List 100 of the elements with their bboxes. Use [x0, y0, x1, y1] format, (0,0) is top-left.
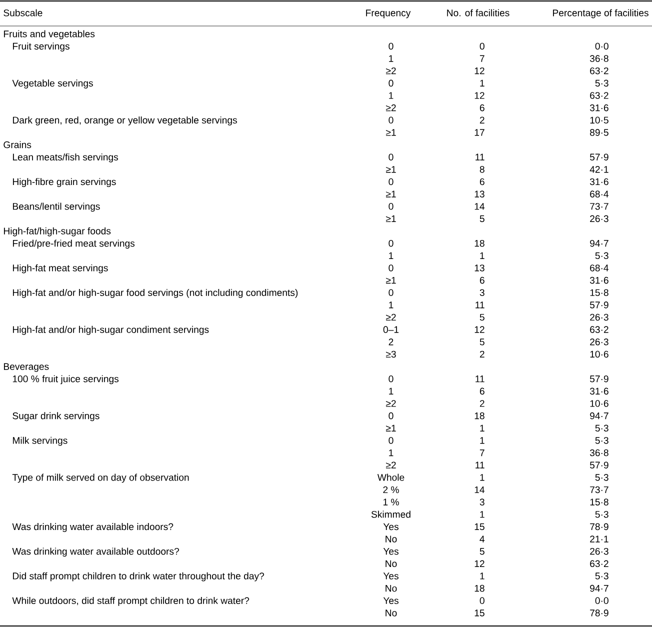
row-label: Sugar drink servings: [12, 412, 100, 422]
table-cell: 0: [388, 116, 394, 124]
row-label: Was drinking water available outdoors?: [12, 548, 180, 557]
table-cell: 12: [474, 92, 484, 99]
table-cell: 13: [474, 264, 484, 272]
table-cell: 0·0: [595, 597, 608, 604]
table-cell: 68·4: [590, 264, 609, 272]
table-cell: 0: [388, 240, 394, 247]
column-header: No. of facilities: [447, 9, 510, 16]
table-cell: 68·4: [590, 190, 609, 198]
table-cell: 57·9: [590, 462, 608, 468]
table-cell: 5·3: [595, 511, 608, 518]
table-cell: 6: [480, 104, 484, 112]
table-cell: 26·3: [590, 215, 608, 222]
table-cell: ≥3: [386, 350, 396, 358]
table-cell: ≥1: [386, 129, 396, 136]
table-cell: 36·8: [590, 55, 608, 62]
table-cell: 42·1: [590, 166, 608, 173]
table-cell: 7: [480, 55, 484, 62]
table-cell: 78·9: [590, 523, 608, 530]
table-cell: 5·3: [595, 437, 608, 444]
table-cell: ≥1: [386, 215, 396, 222]
table-cell: 5: [480, 215, 484, 222]
table-cell: 5: [480, 338, 484, 346]
table-cell: Yes: [383, 548, 398, 555]
table-cell: 12: [474, 560, 484, 567]
table-cell: 15·8: [590, 289, 608, 296]
table-cell: 78·9: [590, 610, 608, 616]
table-cell: 0·0: [595, 42, 608, 50]
table-cell: 1: [480, 511, 484, 518]
table-cell: ≥1: [386, 424, 396, 432]
table-cell: 94·7: [590, 412, 608, 420]
table-cell: 3: [480, 498, 484, 506]
table-cell: 1: [389, 302, 394, 308]
table-cell: 0–1: [383, 326, 399, 333]
column-header: Frequency: [366, 10, 411, 18]
table-cell: 63·2: [590, 92, 608, 99]
table-cell: 1: [480, 572, 484, 580]
table-cell: No: [386, 585, 397, 592]
table-cell: 1: [389, 252, 394, 259]
table-cell: 14: [474, 486, 485, 494]
table-cell: 6: [480, 178, 484, 186]
table-cell: 5·3: [595, 424, 608, 432]
table-cell: 8: [480, 166, 484, 173]
table-cell: 57·9: [590, 375, 608, 382]
table-cell: 63·2: [590, 560, 608, 568]
table-cell: No: [386, 560, 397, 568]
row-label: Milk servings: [12, 436, 68, 446]
table-cell: 6: [480, 388, 484, 395]
table-cell: No: [386, 536, 397, 542]
table-cell: 10·6: [590, 350, 608, 358]
table-cell: ≥2: [386, 67, 396, 74]
section-heading: Fruits and vegetables: [4, 30, 95, 40]
table-cell: 0: [388, 178, 394, 186]
table-cell: 57·9: [590, 302, 608, 308]
table-cell: Skimmed: [371, 510, 410, 518]
table-cell: 18: [474, 584, 484, 592]
row-label: Lean meats/fish servings: [12, 153, 118, 162]
table-cell: No: [386, 610, 397, 616]
table-cell: 15: [474, 523, 484, 530]
table-cell: 1: [389, 449, 394, 456]
row-label: High-fat and/or high-sugar food servings (not including condiments): [12, 288, 298, 298]
table-cell: 94·7: [590, 584, 608, 592]
row-label: Fruit servings: [12, 42, 70, 52]
table-cell: 5: [480, 314, 484, 321]
table-cell: Yes: [383, 523, 398, 530]
table-cell: 94·7: [590, 240, 608, 247]
table-cell: 73·7: [590, 486, 608, 494]
table-cell: 5: [480, 548, 484, 555]
table-cell: 6: [480, 276, 484, 284]
table-cell: 31·6: [590, 104, 608, 112]
table-cell: 14: [474, 203, 485, 210]
table-cell: 5·3: [595, 252, 608, 260]
table-cell: 5·3: [595, 80, 608, 87]
table-cell: 31·6: [590, 388, 608, 395]
row-label: Did staff prompt children to drink water throughout the day?: [12, 572, 264, 582]
table-cell: 26·3: [590, 548, 608, 555]
table-cell: 63·2: [590, 326, 608, 333]
table-cell: 2 %: [383, 486, 399, 494]
table-cell: 26·3: [590, 338, 608, 346]
column-header: Subscale: [4, 9, 42, 16]
table-cell: 11: [476, 302, 484, 308]
table-cell: 73·7: [590, 202, 608, 210]
table-cell: Whole: [377, 474, 404, 481]
section-heading: High-fat/high-sugar foods: [4, 227, 111, 236]
table-cell: 13: [474, 190, 484, 198]
table-cell: 5·3: [595, 474, 608, 481]
table-cell: 1: [480, 424, 484, 432]
table-cell: 1: [480, 80, 484, 86]
table-cell: 63·2: [590, 67, 608, 74]
table-cell: 2: [480, 350, 484, 358]
row-label: Vegetable servings: [12, 80, 93, 88]
table-cell: 11: [476, 376, 484, 382]
table-cell: 0: [388, 437, 394, 444]
table-cell: 2: [480, 400, 484, 407]
section-heading: Grains: [4, 141, 32, 148]
table-cell: 31·6: [590, 178, 608, 186]
table-cell: ≥2: [386, 400, 396, 407]
table-cell: 1: [480, 437, 484, 444]
table-cell: 1: [480, 474, 484, 481]
